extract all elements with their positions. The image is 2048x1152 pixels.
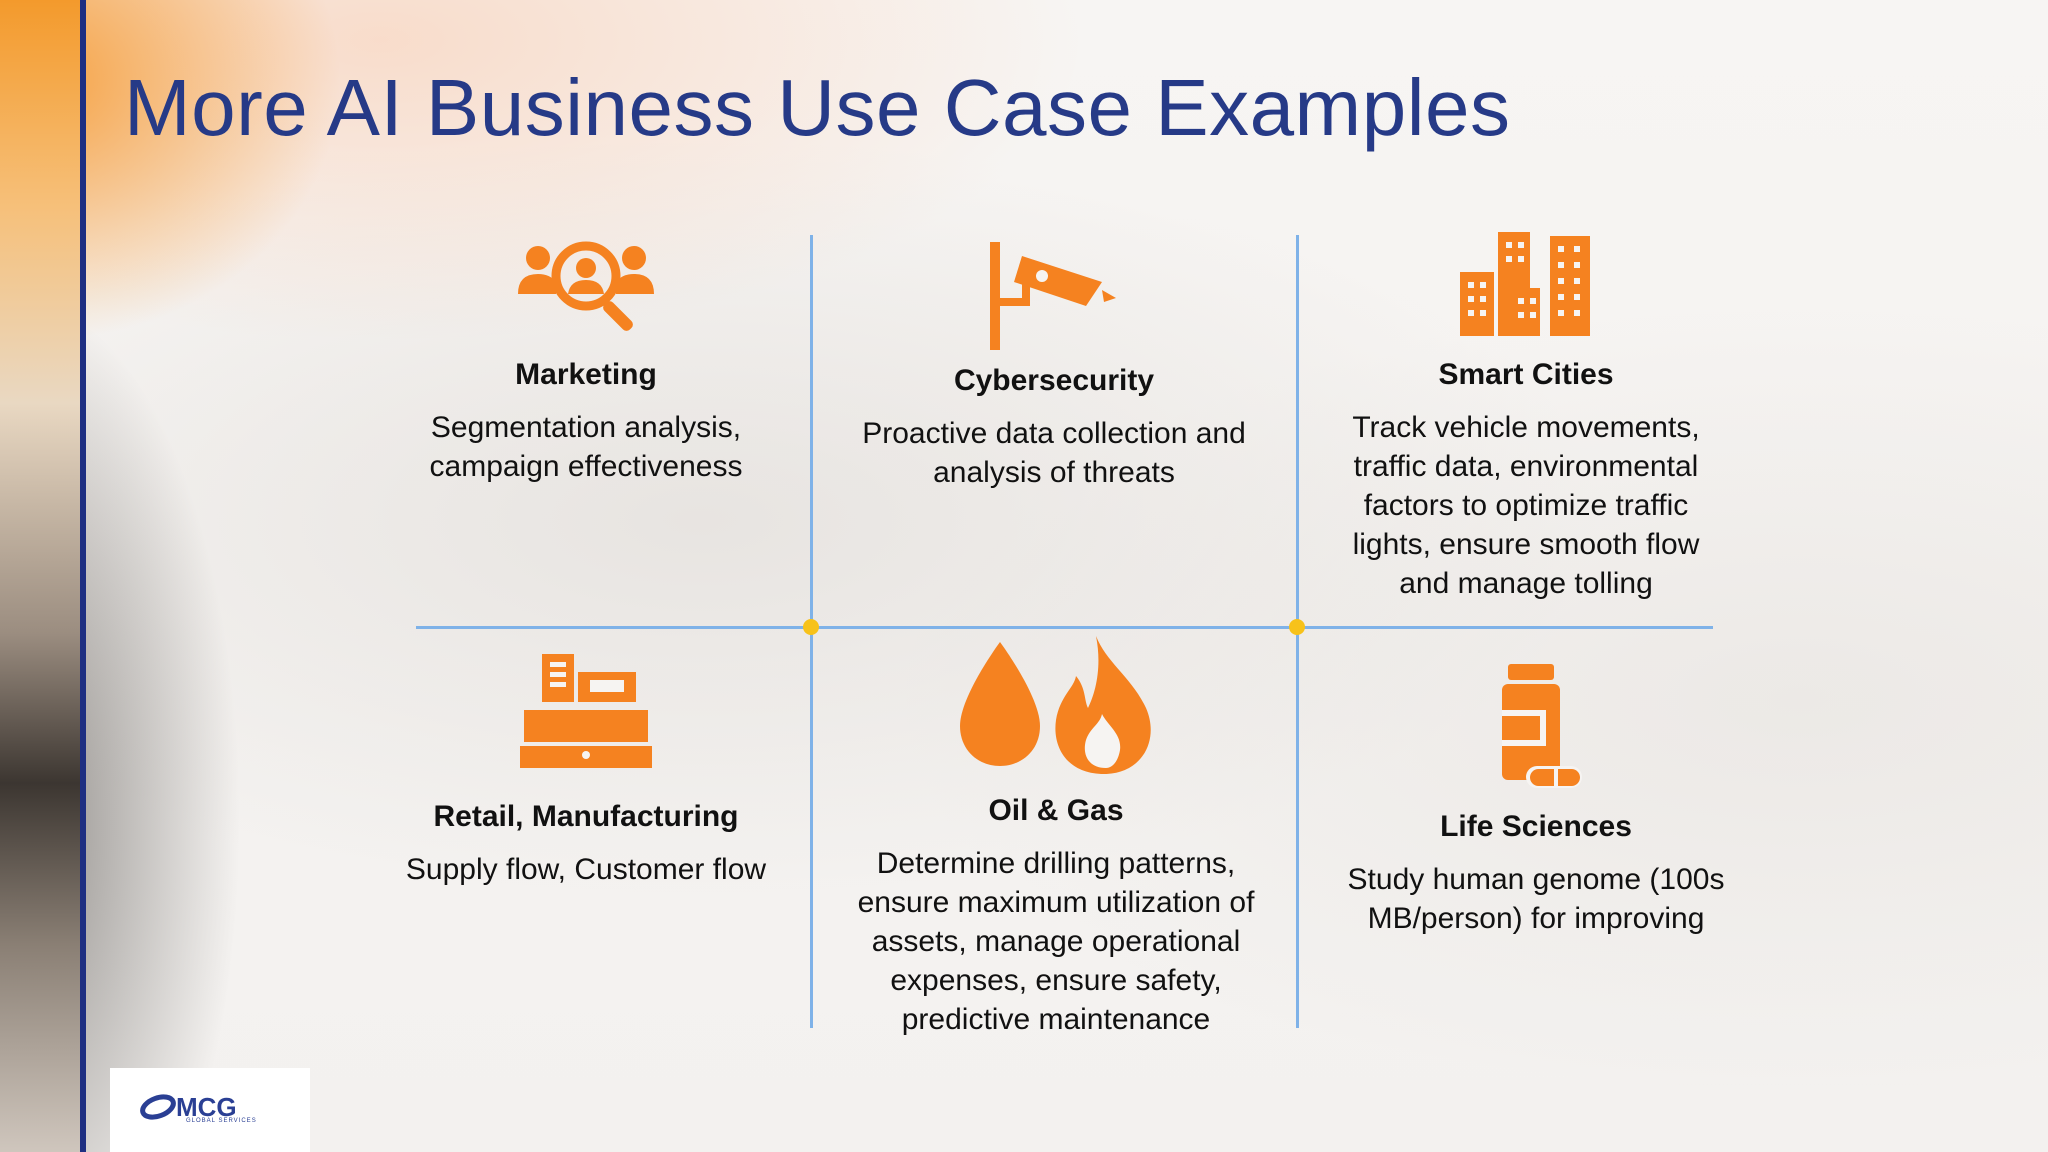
card-smart-cities-heading: Smart Cities [1438, 358, 1614, 391]
logo-subtitle: GLOBAL SERVICES [186, 1118, 257, 1124]
divider-junction-dot-right [1289, 619, 1305, 635]
mcg-logo-swoosh-icon [140, 1094, 176, 1120]
oil-drop-flame-icon [836, 636, 1276, 776]
horizontal-divider [416, 626, 1713, 629]
card-life-sciences-heading: Life Sciences [1440, 810, 1632, 843]
card-oil-gas: Oil & Gas Determine drilling patterns, e… [836, 636, 1276, 1039]
card-cybersecurity-text: Proactive data collection and analysis o… [862, 417, 1246, 489]
card-cybersecurity-heading: Cybersecurity [953, 364, 1155, 397]
cash-register-icon [386, 650, 786, 770]
city-buildings-icon [1316, 232, 1736, 336]
logo-name: MCG [176, 1092, 237, 1122]
card-marketing-text: Segmentation analysis, campaign effectiv… [429, 411, 743, 483]
card-smart-cities-text: Track vehicle movements, traffic data, e… [1352, 411, 1700, 600]
card-oil-gas-heading: Oil & Gas [988, 794, 1124, 827]
security-camera-icon [844, 236, 1264, 356]
left-decorative-strip [0, 0, 80, 1152]
divider-junction-dot-left [803, 619, 819, 635]
card-marketing-heading: Marketing [515, 358, 657, 391]
card-oil-gas-text: Determine drilling patterns, ensure maxi… [857, 847, 1255, 1036]
card-cybersecurity: Cybersecurity Proactive data collection … [844, 236, 1264, 492]
card-marketing: Marketing Segmentation analysis, campaig… [406, 236, 766, 486]
card-retail-manufacturing-heading: Retail, Manufacturing [433, 800, 739, 833]
user-search-icon [406, 236, 766, 336]
card-life-sciences: Life Sciences Study human genome (100s M… [1326, 662, 1746, 938]
card-retail-manufacturing: Retail, Manufacturing Supply flow, Custo… [386, 650, 786, 889]
medicine-bottle-icon [1326, 662, 1746, 792]
card-smart-cities: Smart Cities Track vehicle movements, tr… [1316, 232, 1736, 603]
card-retail-manufacturing-text: Supply flow, Customer flow [405, 853, 767, 886]
slide-title: More AI Business Use Case Examples [124, 63, 1511, 152]
left-accent-bar [80, 0, 86, 1152]
card-life-sciences-text: Study human genome (100s MB/person) for … [1347, 863, 1725, 935]
